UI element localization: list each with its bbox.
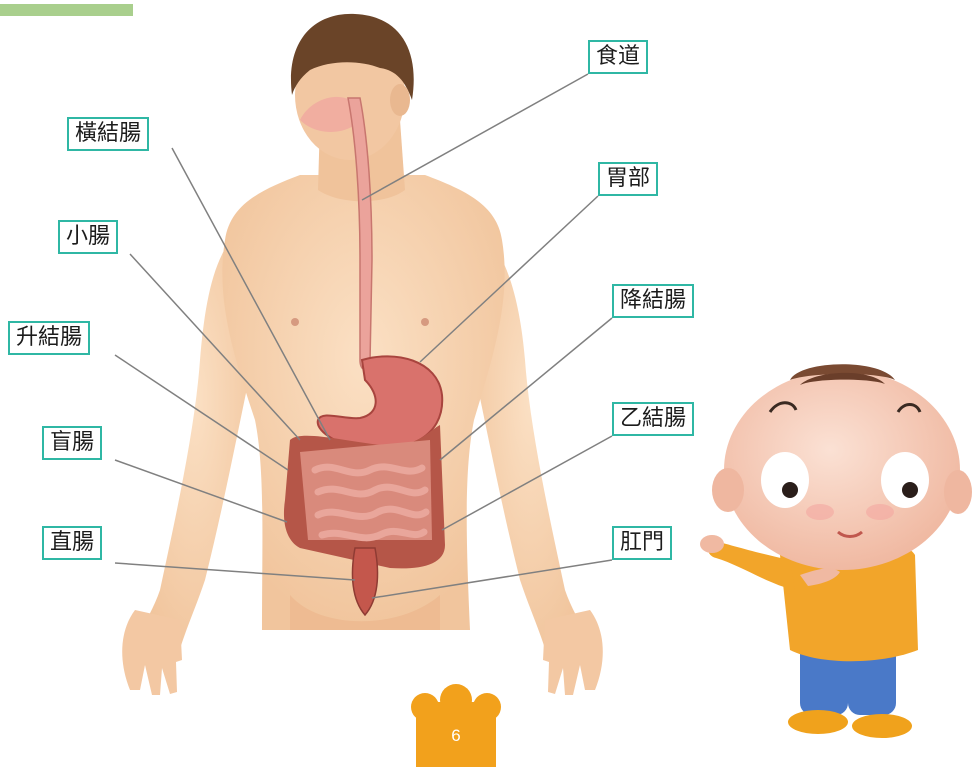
label-esophagus: 食道 bbox=[588, 40, 648, 74]
label-descending-colon: 降結腸 bbox=[612, 284, 694, 318]
label-small-intestine: 小腸 bbox=[58, 220, 118, 254]
cartoon-child-mascot bbox=[700, 364, 972, 738]
label-stomach: 胃部 bbox=[598, 162, 658, 196]
label-transverse-colon: 橫結腸 bbox=[67, 117, 149, 151]
page-number: 6 bbox=[436, 726, 476, 746]
label-cecum: 盲腸 bbox=[42, 426, 102, 460]
label-ascending-colon: 升結腸 bbox=[8, 321, 90, 355]
label-sigmoid-colon: 乙結腸 bbox=[612, 402, 694, 436]
label-rectum: 直腸 bbox=[42, 526, 102, 560]
label-anus: 肛門 bbox=[612, 526, 672, 560]
